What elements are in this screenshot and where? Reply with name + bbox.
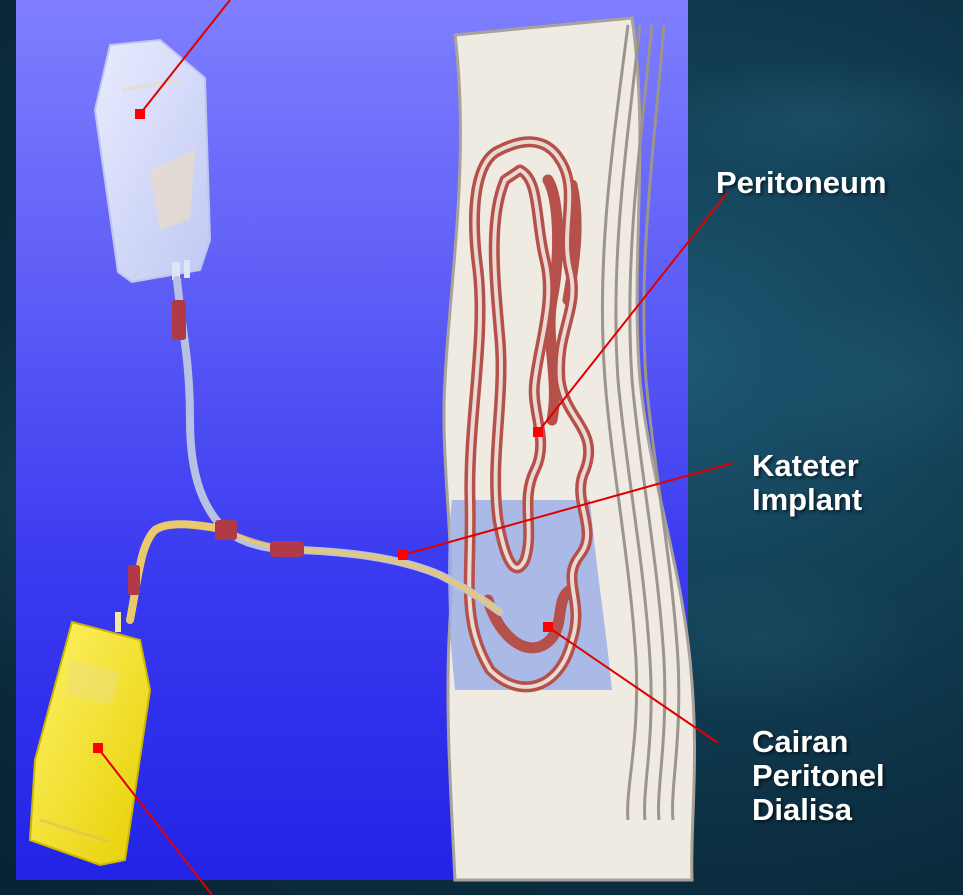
label-peritoneum: Peritoneum: [716, 166, 887, 200]
label-dialysis-fluid: Cairan Peritonel Dialisa: [752, 725, 885, 827]
label-fluid-line1: Cairan: [752, 725, 885, 759]
label-catheter-line2: Implant: [752, 483, 862, 517]
label-fluid-line3: Dialisa: [752, 793, 885, 827]
drain-bag-icon: [30, 612, 150, 865]
label-catheter: Kateter Implant: [752, 449, 862, 517]
dialysate-bag-icon: [95, 40, 210, 282]
label-catheter-line1: Kateter: [752, 449, 862, 483]
abdomen-cross-section-icon: [444, 18, 695, 880]
label-peritoneum-text: Peritoneum: [716, 166, 887, 200]
label-fluid-line2: Peritonel: [752, 759, 885, 793]
